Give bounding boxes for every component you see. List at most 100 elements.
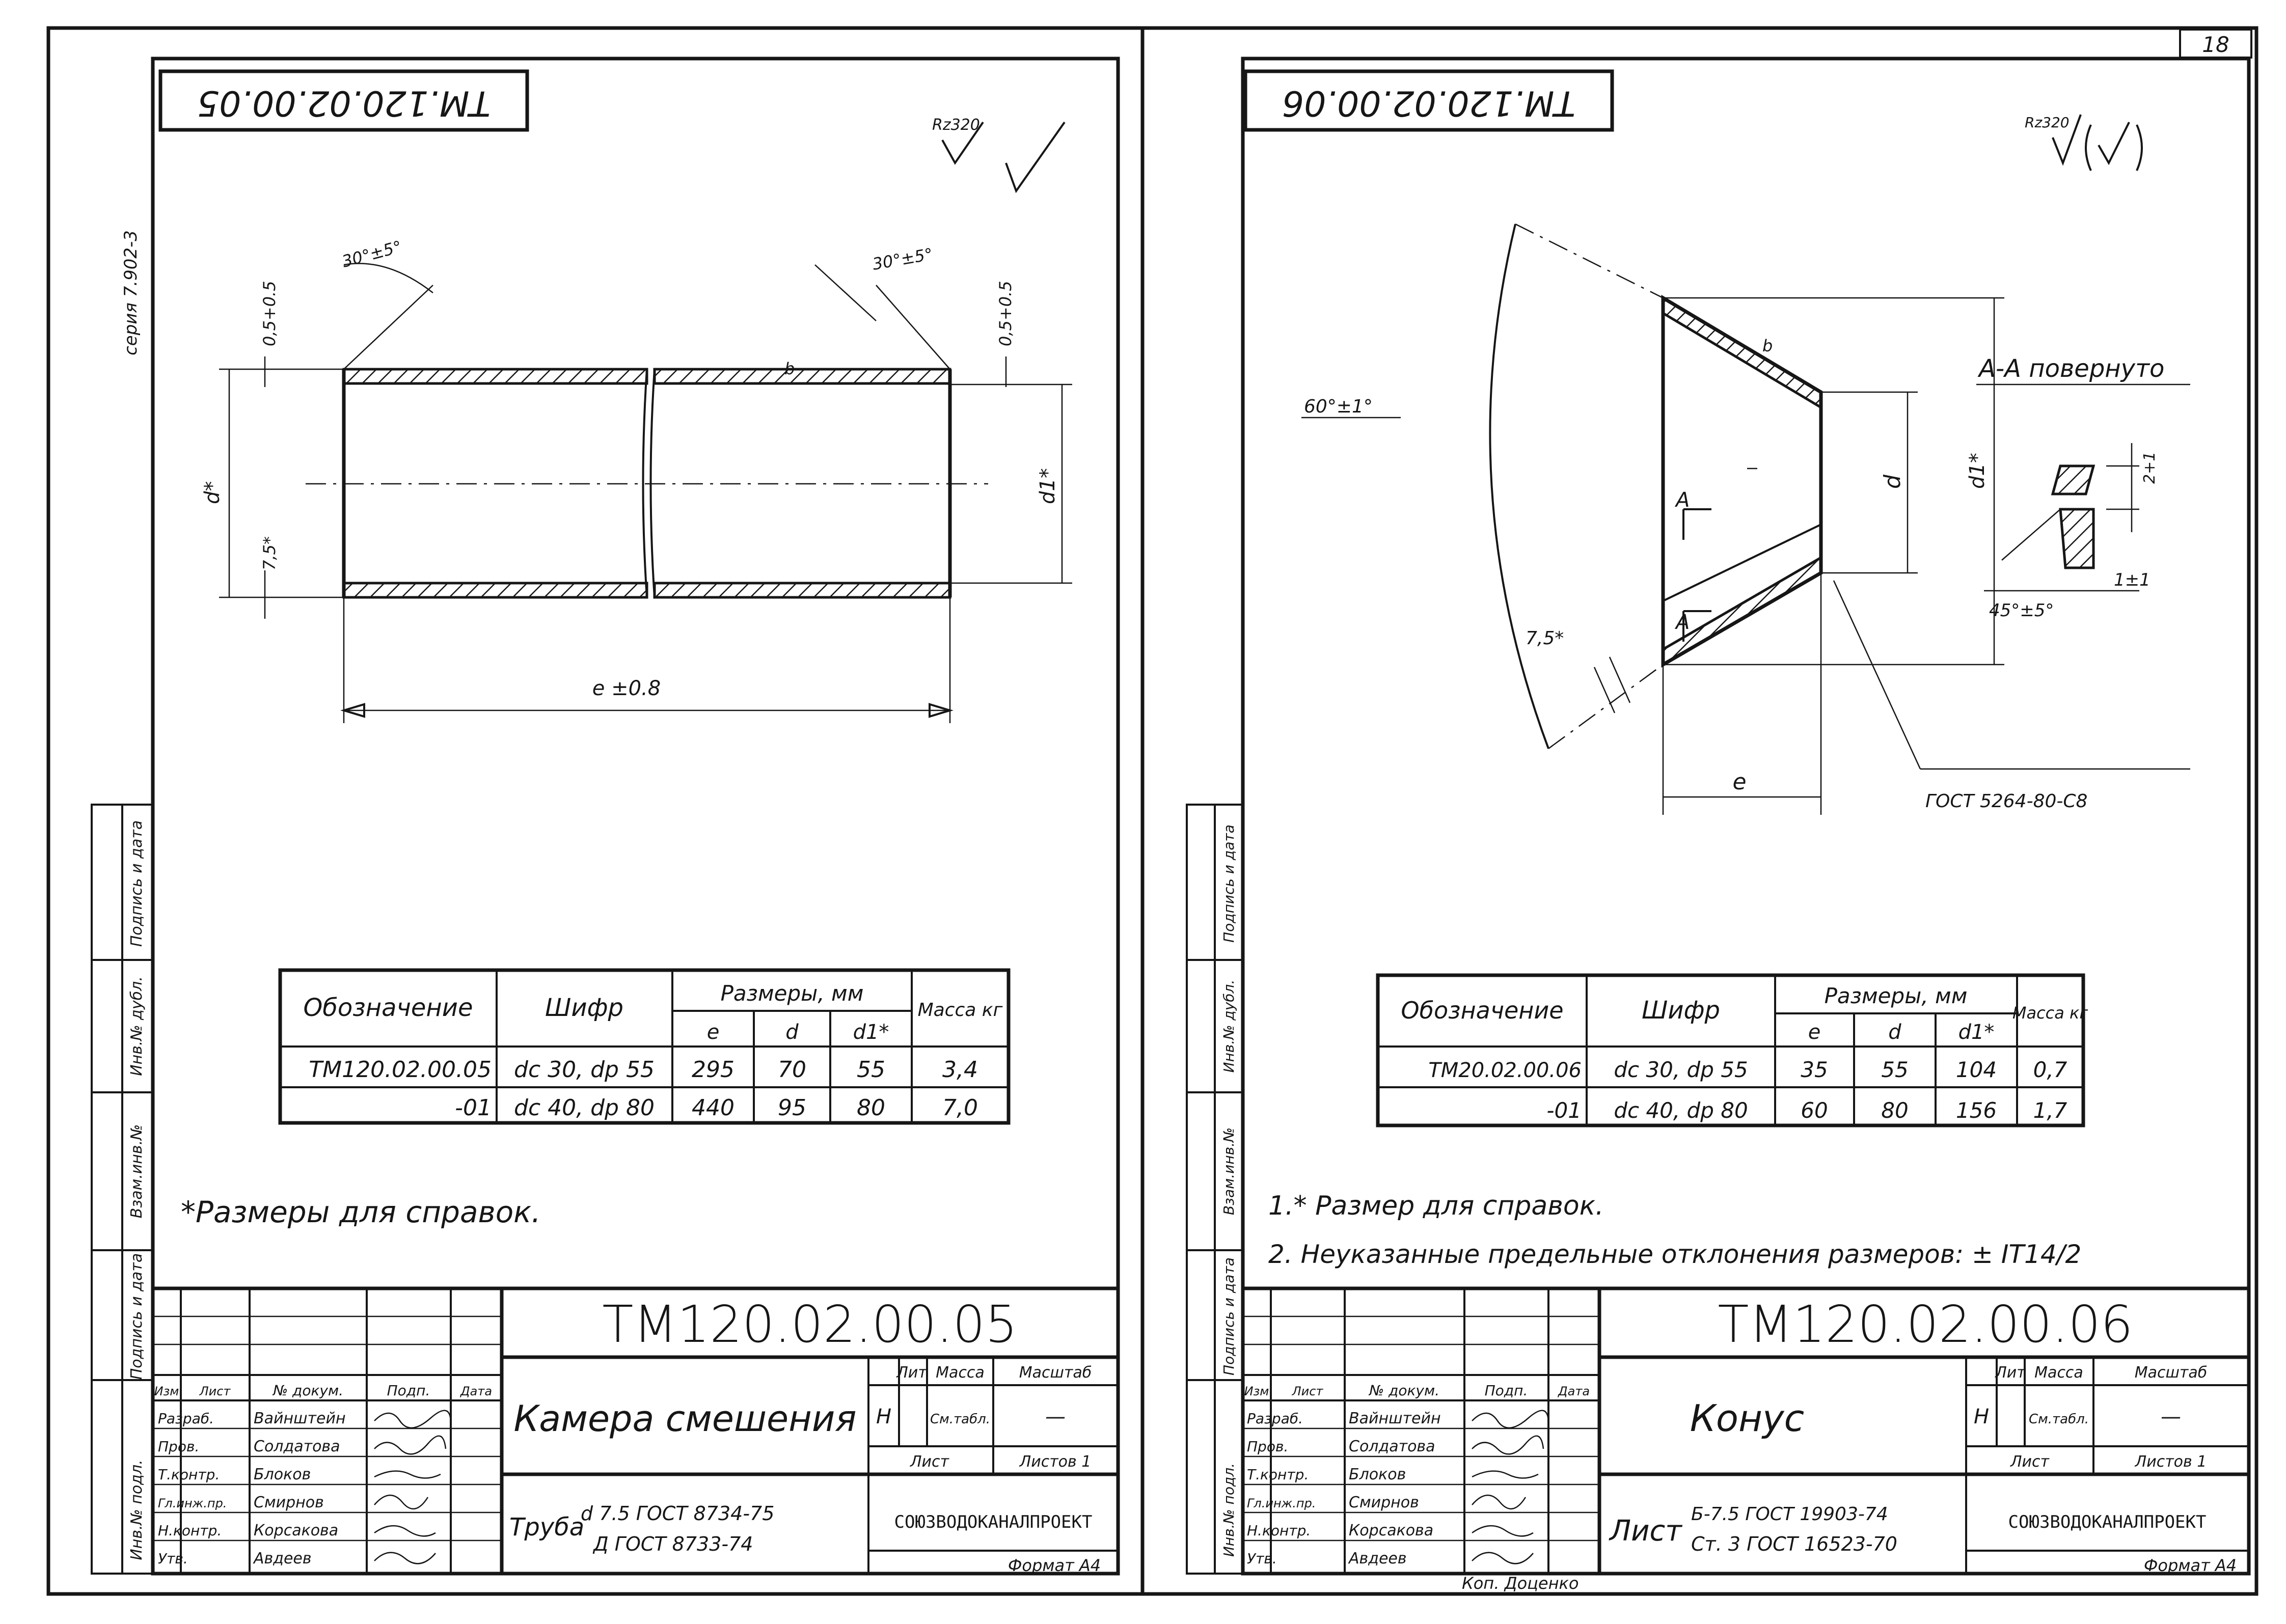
right-title-mass-value: См.табл. bbox=[2029, 1412, 2089, 1427]
left-title-mass-value: См.табл. bbox=[930, 1412, 990, 1427]
right-dim-wall: 7,5* bbox=[1526, 628, 1564, 649]
left-dim-offset-left: 0,5+0.5 bbox=[260, 281, 279, 346]
right-side-stamp-label: Взам.инв.№ bbox=[1220, 1127, 1237, 1215]
right-title-material-line1: Б-7.5 ГОСТ 19903-74 bbox=[1691, 1504, 1888, 1525]
table-cell: -01 bbox=[1546, 1098, 1582, 1123]
right-table-subheader: d1* bbox=[1958, 1021, 1995, 1044]
left-title-col-head: № докум. bbox=[272, 1382, 343, 1399]
left-table-subheader: d1* bbox=[853, 1021, 889, 1044]
left-title-person: Смирнов bbox=[254, 1494, 324, 1511]
right-title-col-head: Подп. bbox=[1485, 1382, 1528, 1399]
left-title-role: Н.контр. bbox=[158, 1522, 222, 1539]
outer-border bbox=[46, 26, 2258, 1596]
table-cell: 3,4 bbox=[942, 1057, 978, 1083]
section-gap: 2+1 bbox=[2141, 452, 2159, 484]
section-angle: 45°±5° bbox=[1989, 600, 2054, 621]
left-sheet: ТМ.120.02.00.05 серия 7.902-3 Rz320 bbox=[91, 57, 1120, 1576]
left-title-col-head: Дата bbox=[460, 1384, 492, 1398]
roughness-icon bbox=[2052, 114, 2082, 166]
table-cell: 80 bbox=[1881, 1098, 1908, 1123]
right-table-subheader: d bbox=[1888, 1021, 1901, 1044]
right-title-block bbox=[1241, 1286, 2251, 1576]
right-dim-length: e bbox=[1732, 769, 1746, 795]
left-title-col-head: Изм bbox=[154, 1384, 179, 1398]
right-mark-a: A bbox=[1674, 488, 1690, 512]
right-roughness-note: Rz320 bbox=[2025, 114, 2070, 131]
left-title-material-line2: Д ГОСТ 8733-74 bbox=[592, 1533, 753, 1555]
right-note-2: 2. Неуказанные предельные отклонения раз… bbox=[1268, 1240, 2081, 1269]
right-title-scale-value: — bbox=[2161, 1405, 2181, 1428]
left-side-stamp-label: Инв.№ подл. bbox=[128, 1460, 146, 1560]
right-title-role: Н.контр. bbox=[1247, 1522, 1311, 1539]
table-cell: 70 bbox=[778, 1057, 806, 1083]
left-code-rotated: ТМ.120.02.00.05 bbox=[197, 82, 491, 123]
left-side-stamp-label: Взам.инв.№ bbox=[128, 1124, 146, 1219]
right-mark-a: A bbox=[1674, 611, 1690, 634]
right-title-col-head: Дата bbox=[1558, 1384, 1590, 1398]
left-title-col-head: Подп. bbox=[387, 1382, 430, 1399]
left-table-header-dims: Размеры, мм bbox=[721, 981, 864, 1006]
roughness-icon bbox=[941, 121, 984, 165]
right-title-material-prefix: Лист bbox=[1609, 1515, 1682, 1548]
table-cell: ТМ120.02.00.05 bbox=[309, 1057, 492, 1083]
right-title-person: Солдатова bbox=[1349, 1438, 1435, 1455]
left-code-box bbox=[158, 69, 529, 132]
right-title-sheets-label: Листов 1 bbox=[2135, 1453, 2207, 1471]
right-title-mass-label: Масса bbox=[2034, 1364, 2083, 1382]
sheet-number: 18 bbox=[2202, 32, 2229, 57]
left-side-stamp-label: Подпись и дата bbox=[128, 820, 146, 947]
right-dim-d-inner: d bbox=[1880, 474, 1906, 489]
table-cell: dc 30, dp 55 bbox=[514, 1057, 655, 1083]
table-cell: 80 bbox=[857, 1095, 885, 1121]
right-title-lit-value: Н bbox=[1974, 1405, 1989, 1428]
section-land: 1±1 bbox=[2114, 570, 2151, 590]
left-dim-angle-right: 30°±5° bbox=[871, 244, 935, 274]
left-title-role: Утв. bbox=[158, 1550, 188, 1567]
right-title-sheet-label: Лист bbox=[2010, 1453, 2050, 1471]
left-dim-edge: b bbox=[784, 359, 795, 378]
signature-scribbles bbox=[374, 1410, 452, 1564]
left-parameters-table bbox=[278, 968, 1011, 1125]
table-cell: ТМ20.02.00.06 bbox=[1428, 1059, 1582, 1082]
left-table-subheader: d bbox=[785, 1021, 799, 1044]
right-title-person: Блоков bbox=[1349, 1466, 1406, 1483]
left-title-name: Камера смешения bbox=[514, 1398, 857, 1440]
cone-drawing bbox=[1489, 223, 2190, 815]
left-title-role: Гл.инж.пр. bbox=[158, 1496, 227, 1510]
right-parameters-table bbox=[1376, 973, 2085, 1127]
right-title-col-head: Лист bbox=[1292, 1384, 1324, 1398]
right-title-person: Вайнштейн bbox=[1349, 1410, 1441, 1427]
right-title-person: Смирнов bbox=[1349, 1494, 1419, 1511]
left-title-person: Солдатова bbox=[254, 1438, 340, 1455]
left-title-person: Блоков bbox=[254, 1466, 311, 1483]
left-title-material-prefix: Труба bbox=[509, 1513, 584, 1542]
right-title-name: Конус bbox=[1690, 1397, 1804, 1440]
left-title-format: Формат А4 bbox=[1008, 1556, 1101, 1575]
section-title: А-А повернуто bbox=[1977, 354, 2164, 383]
table-cell: dc 40, dp 80 bbox=[1614, 1098, 1748, 1123]
signature-scribbles bbox=[1472, 1410, 1549, 1564]
left-title-sheets-label: Листов 1 bbox=[1019, 1453, 1092, 1471]
left-title-lit-value: Н bbox=[876, 1405, 891, 1428]
left-series-label: серия 7.902-3 bbox=[121, 230, 141, 355]
left-dim-d-inner: d* bbox=[201, 481, 224, 504]
table-cell: 55 bbox=[857, 1057, 885, 1083]
table-cell: 95 bbox=[778, 1095, 806, 1121]
left-title-sheet-label: Лист bbox=[910, 1453, 950, 1471]
roughness-icon bbox=[2136, 124, 2143, 171]
left-dim-angle-left: 30°±5° bbox=[340, 237, 404, 271]
left-title-col-head: Лист bbox=[199, 1384, 231, 1398]
right-table-subheader: e bbox=[1808, 1021, 1821, 1044]
right-title-role: Гл.инж.пр. bbox=[1247, 1496, 1316, 1510]
left-title-scale-value: — bbox=[1045, 1405, 1066, 1428]
left-side-stamp bbox=[91, 804, 154, 1575]
table-cell: 440 bbox=[692, 1095, 734, 1121]
right-title-role: Т.контр. bbox=[1247, 1466, 1309, 1483]
right-table-header-cipher: Шифр bbox=[1642, 996, 1720, 1025]
table-cell: 295 bbox=[692, 1057, 734, 1083]
table-cell: -01 bbox=[455, 1095, 492, 1121]
table-cell: 35 bbox=[1801, 1057, 1828, 1082]
left-roughness-note: Rz320 bbox=[932, 116, 980, 134]
left-title-person: Вайнштейн bbox=[254, 1410, 346, 1427]
left-title-material-line1: d 7.5 ГОСТ 8734-75 bbox=[581, 1502, 774, 1525]
